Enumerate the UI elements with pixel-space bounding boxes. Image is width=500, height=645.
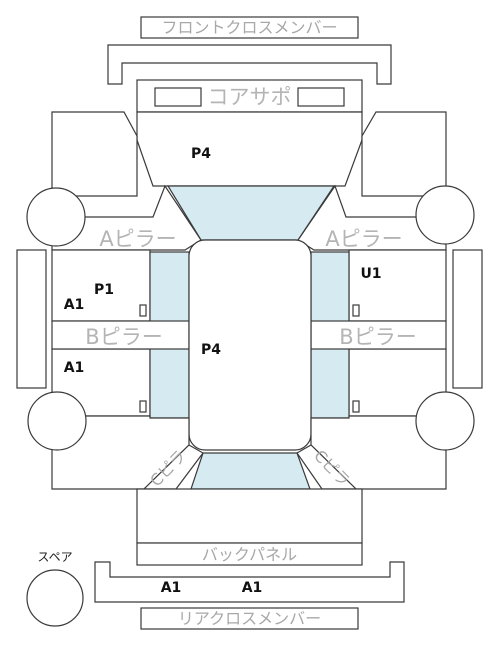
left-front-door-handle[interactable]	[139, 304, 147, 317]
rear-cross-member-box[interactable]	[140, 607, 359, 630]
spare-tire-label: スペア	[37, 550, 72, 564]
rear-bumper-code-right: A1	[242, 580, 263, 596]
rear-right-wheel[interactable]	[415, 391, 475, 451]
rear-left-quarter[interactable]	[51, 415, 190, 490]
right-rear-door-handle[interactable]	[352, 400, 360, 413]
rear-bumper-code-left: A1	[161, 580, 182, 596]
right-side-step[interactable]	[452, 249, 483, 389]
rear-bumper[interactable]	[94, 561, 405, 603]
front-cross-member-box[interactable]	[140, 16, 359, 39]
right-front-door-handle[interactable]	[352, 304, 360, 317]
headlight-right[interactable]	[297, 87, 345, 107]
front-bumper[interactable]	[107, 44, 392, 85]
rear-left-door-code: A1	[64, 360, 85, 376]
back-panel-box[interactable]	[136, 542, 363, 566]
core-support-label: コアサポ	[208, 85, 292, 109]
left-rear-door-handle[interactable]	[139, 400, 147, 413]
a-pillar-left-label: Aピラー	[99, 227, 176, 251]
b-pillar-right-label: Bピラー	[339, 325, 416, 349]
rear-cross-member-label: リアクロスメンバー	[178, 609, 321, 628]
left-side-step[interactable]	[16, 249, 47, 389]
b-pillar-left-region[interactable]	[51, 320, 190, 350]
a-pillar-right-label: Aピラー	[325, 227, 402, 251]
rear-window[interactable]	[190, 452, 311, 490]
back-panel-label: バックパネル	[202, 545, 297, 564]
front-left-door-code-p: P1	[94, 282, 114, 298]
roof-damage-code: P4	[201, 342, 221, 358]
hood-damage-code: P4	[191, 146, 211, 162]
spare-tire[interactable]	[26, 569, 84, 627]
front-right-wheel[interactable]	[415, 185, 475, 245]
b-pillar-right-region[interactable]	[310, 320, 447, 350]
front-right-door[interactable]	[348, 249, 447, 322]
trunk-lid[interactable]	[136, 488, 363, 544]
front-left-fender[interactable]	[51, 111, 138, 197]
rear-left-wheel[interactable]	[27, 391, 87, 451]
b-pillar-left-label: Bピラー	[85, 325, 162, 349]
hood-panel[interactable]	[136, 111, 363, 187]
roof-panel[interactable]	[188, 239, 312, 451]
front-right-door-code: U1	[360, 266, 381, 282]
front-cross-member-label: フロントクロスメンバー	[161, 18, 337, 37]
headlight-left[interactable]	[154, 87, 202, 107]
front-left-door-code-a: A1	[64, 297, 85, 313]
front-left-wheel[interactable]	[26, 187, 86, 247]
front-right-fender[interactable]	[361, 111, 447, 197]
